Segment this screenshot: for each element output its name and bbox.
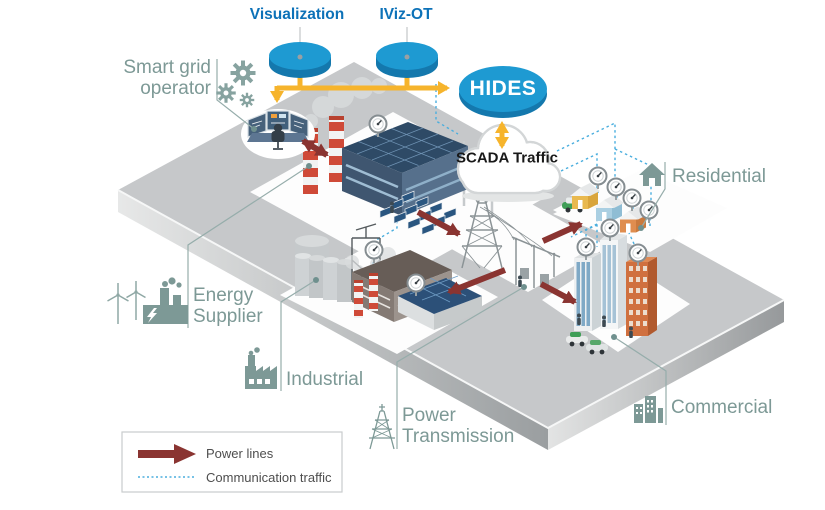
residential-label: Residential (672, 166, 766, 187)
scada-cloud (456, 123, 562, 202)
leader-dots (251, 126, 644, 340)
commercial-area (566, 218, 657, 355)
smart-grid-operator-line1: Smart grid (123, 57, 211, 78)
tower-orange (626, 257, 657, 336)
house-icon (639, 163, 665, 186)
power-lines (301, 138, 583, 305)
operator-workstation (241, 109, 315, 159)
power-line-substation-residential (541, 221, 583, 244)
visualization-label: Visualization (249, 6, 345, 23)
node-visualization-disk (269, 42, 331, 78)
legend-communication-label: Communication traffic (206, 470, 332, 485)
tile-substation (432, 193, 608, 292)
car (566, 332, 588, 347)
smart-grid-operator-label: Smart grid operator (81, 57, 211, 99)
power-transmission-label: Power Transmission (402, 405, 514, 447)
power-transmission-line1: Power (402, 405, 456, 426)
residential-area (562, 166, 659, 233)
commercial-buildings-icon (634, 396, 663, 423)
label-leader-lines (187, 59, 667, 449)
energy-supplier-line1: Energy (193, 285, 254, 306)
tower-middle (600, 232, 627, 329)
car (586, 340, 608, 355)
node-hides (459, 66, 547, 118)
power-transmission-line2: Transmission (402, 426, 515, 447)
gears-icon (216, 60, 256, 108)
iviz-ot-label: IViz-OT (379, 6, 433, 23)
commercial-label: Commercial (671, 397, 773, 418)
power-line-substation-industrial (447, 267, 507, 295)
house-blue (594, 195, 624, 221)
power-lines-swatch (138, 444, 196, 464)
silos (295, 253, 353, 302)
wind-turbine-icon (107, 281, 146, 324)
power-line-plant-substation (416, 209, 461, 237)
energy-supplier-label: Energy Supplier (193, 285, 263, 327)
node-iviz-disk (376, 42, 438, 78)
striped-chimney (329, 116, 344, 182)
energy-supplier-line2: Supplier (193, 306, 263, 327)
power-line-substation-commercial (539, 281, 577, 305)
smart-grid-operator-line2: operator (140, 78, 211, 99)
industrial-label: Industrial (286, 369, 364, 390)
power-line-operator-plant (301, 138, 329, 158)
house-yellow (570, 183, 600, 209)
striped-chimney (369, 273, 378, 311)
legend-power-lines-label: Power lines (206, 446, 274, 461)
power-plant-icon (143, 277, 188, 324)
legend (121, 431, 343, 493)
industrial-area (295, 223, 482, 330)
plant-building (342, 122, 468, 216)
striped-chimney (354, 280, 363, 318)
factory-icon (245, 347, 277, 389)
scada-traffic-label: SCADA Traffic (456, 149, 558, 167)
hides-label: HIDES (469, 77, 537, 100)
transmission-tower-icon (369, 404, 395, 450)
platform (117, 62, 785, 450)
